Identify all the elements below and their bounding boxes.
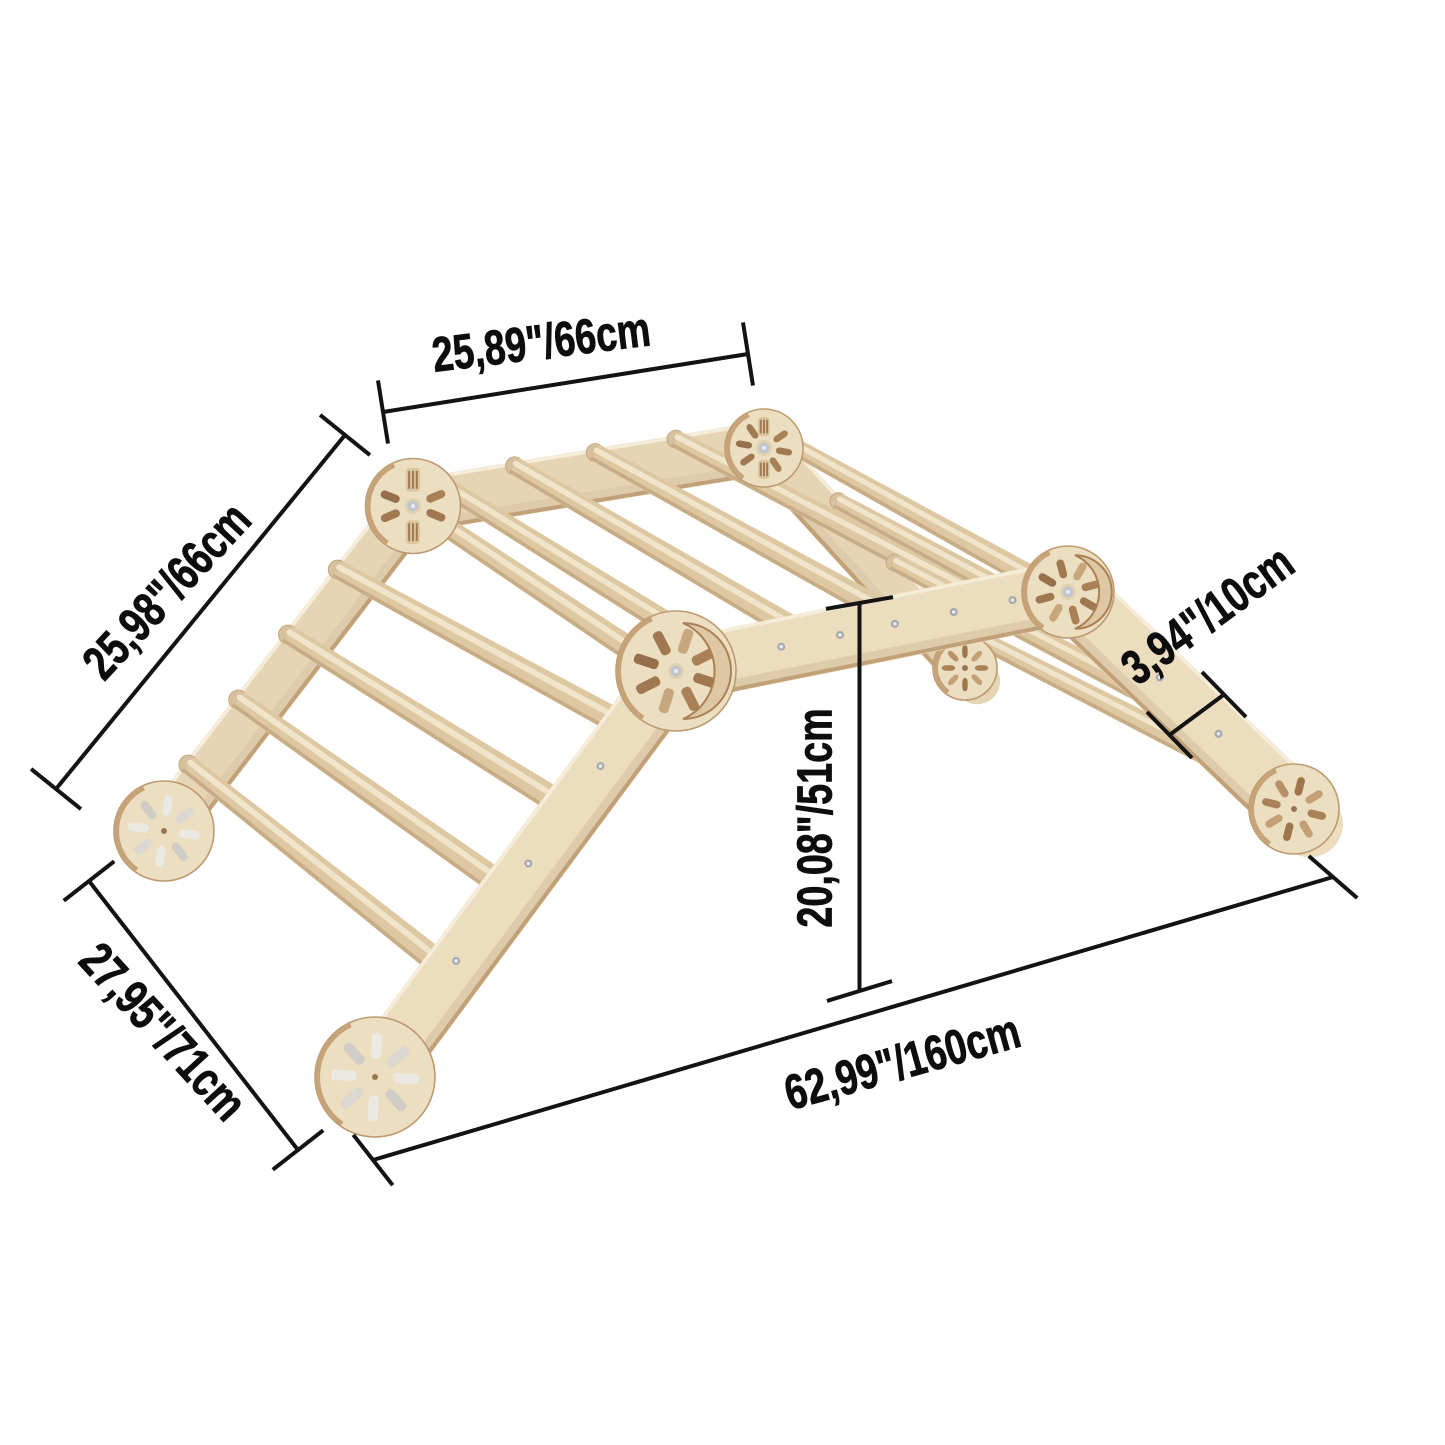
svg-text:20,08"/51cm: 20,08"/51cm (788, 708, 843, 927)
